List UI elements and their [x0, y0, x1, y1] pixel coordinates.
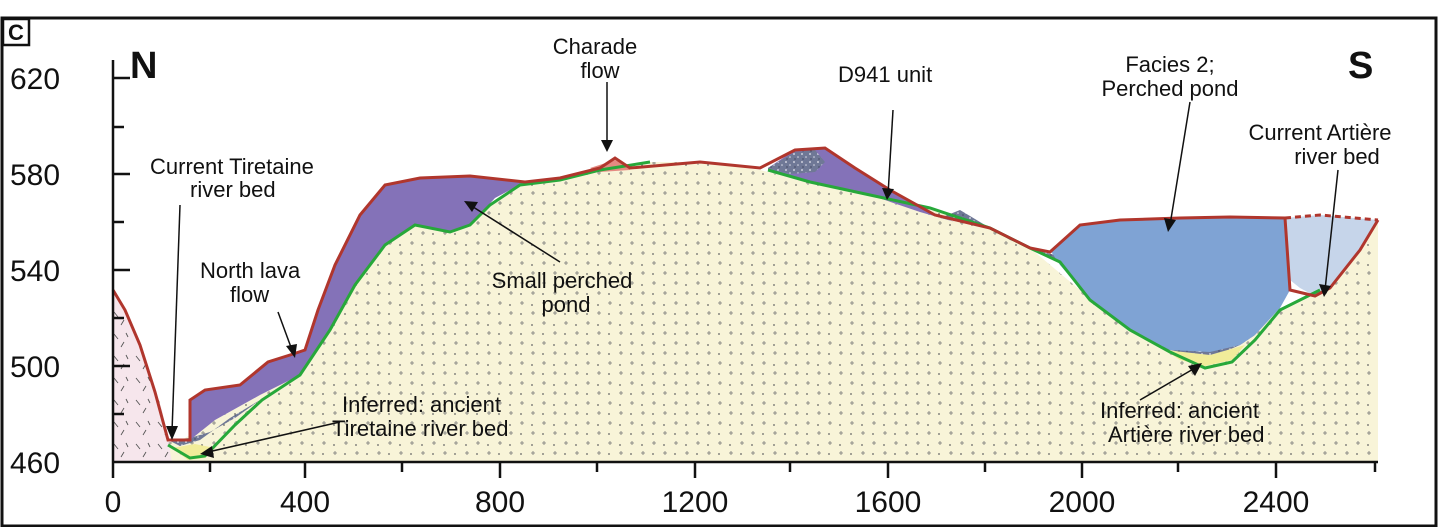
x-tick-label: 800: [475, 486, 525, 519]
y-tick-label: 500: [10, 351, 60, 384]
north-lava-label: flow: [230, 282, 269, 307]
arrowhead: [464, 201, 478, 212]
tiretaine-current-arrow: [171, 204, 181, 433]
north-label: N: [130, 45, 157, 87]
y-tick-label: 620: [10, 63, 60, 96]
basement-substrate: [113, 162, 1378, 462]
d941-arrow: [887, 109, 894, 196]
artiere-current-label: river bed: [1294, 144, 1380, 169]
panel-label-box: [1, 17, 31, 47]
facies-label: Facies 2;: [1125, 52, 1214, 77]
y-tick-label: 540: [10, 255, 60, 288]
perched-pond-facies-2: [1050, 217, 1290, 352]
y-axis: [111, 60, 130, 462]
y-tick-label: 580: [10, 159, 60, 192]
x-tick-label: 400: [280, 486, 330, 519]
x-tick-label: 0: [105, 486, 122, 519]
x-tick-label: 2000: [1049, 486, 1116, 519]
base-contact-line: [167, 160, 1321, 460]
ancient-artiere-label: Inferred: ancient: [1100, 398, 1259, 423]
surface-line: [111, 146, 1380, 442]
facies-arrow: [1169, 101, 1191, 226]
arrowhead: [286, 344, 297, 358]
panel-label: C: [8, 20, 24, 45]
y-tick-label: 460: [10, 447, 60, 480]
arrowhead: [166, 426, 178, 440]
north-lava-arrow: [277, 311, 293, 351]
arrowhead: [601, 140, 613, 152]
surface-line-dashed: [1284, 213, 1379, 222]
artiere-bed-fill: [1285, 215, 1378, 296]
small-pond-label: pond: [542, 292, 591, 317]
ancient-tiretaine-arrow: [207, 421, 341, 453]
ancient-tiretaine-label: Inferred: ancient: [342, 392, 501, 417]
lava-flow-north: [190, 176, 525, 440]
tiretaine-current-label: Current Tiretaine: [150, 154, 314, 179]
artiere-current-label: Current Artière: [1248, 120, 1391, 145]
arrowhead: [882, 188, 894, 200]
scoria-d941: [768, 150, 825, 174]
ancient-artiere-arrow: [1139, 367, 1196, 401]
x-tick-label: 1600: [855, 486, 922, 519]
arrowhead: [1319, 284, 1331, 297]
facies-label: Perched pond: [1102, 76, 1239, 101]
small-pond-label: Small perched: [492, 268, 633, 293]
arrowhead: [200, 446, 214, 458]
granite-left: [113, 290, 172, 462]
ancient-tiretaine-label: Tiretaine river bed: [332, 416, 508, 441]
ancient-artiere-label: Artière river bed: [1108, 422, 1265, 447]
north-lava-label: North lava: [200, 258, 301, 283]
artiere-current-arrow: [1324, 169, 1339, 291]
charade-label: Charade: [553, 34, 637, 59]
x-axis: [111, 460, 1378, 478]
x-tick-label: 2400: [1243, 486, 1310, 519]
small-pond-arrow: [469, 204, 561, 263]
tiretaine-current-label: river bed: [190, 177, 276, 202]
x-tick-label: 1200: [662, 486, 729, 519]
charade-label: flow: [580, 58, 619, 83]
arrowhead: [1164, 218, 1176, 232]
south-label: S: [1348, 45, 1373, 87]
arrowhead: [1188, 363, 1202, 376]
ancient-artiere-bed: [1165, 345, 1245, 366]
d941-label: D941 unit: [838, 62, 932, 87]
